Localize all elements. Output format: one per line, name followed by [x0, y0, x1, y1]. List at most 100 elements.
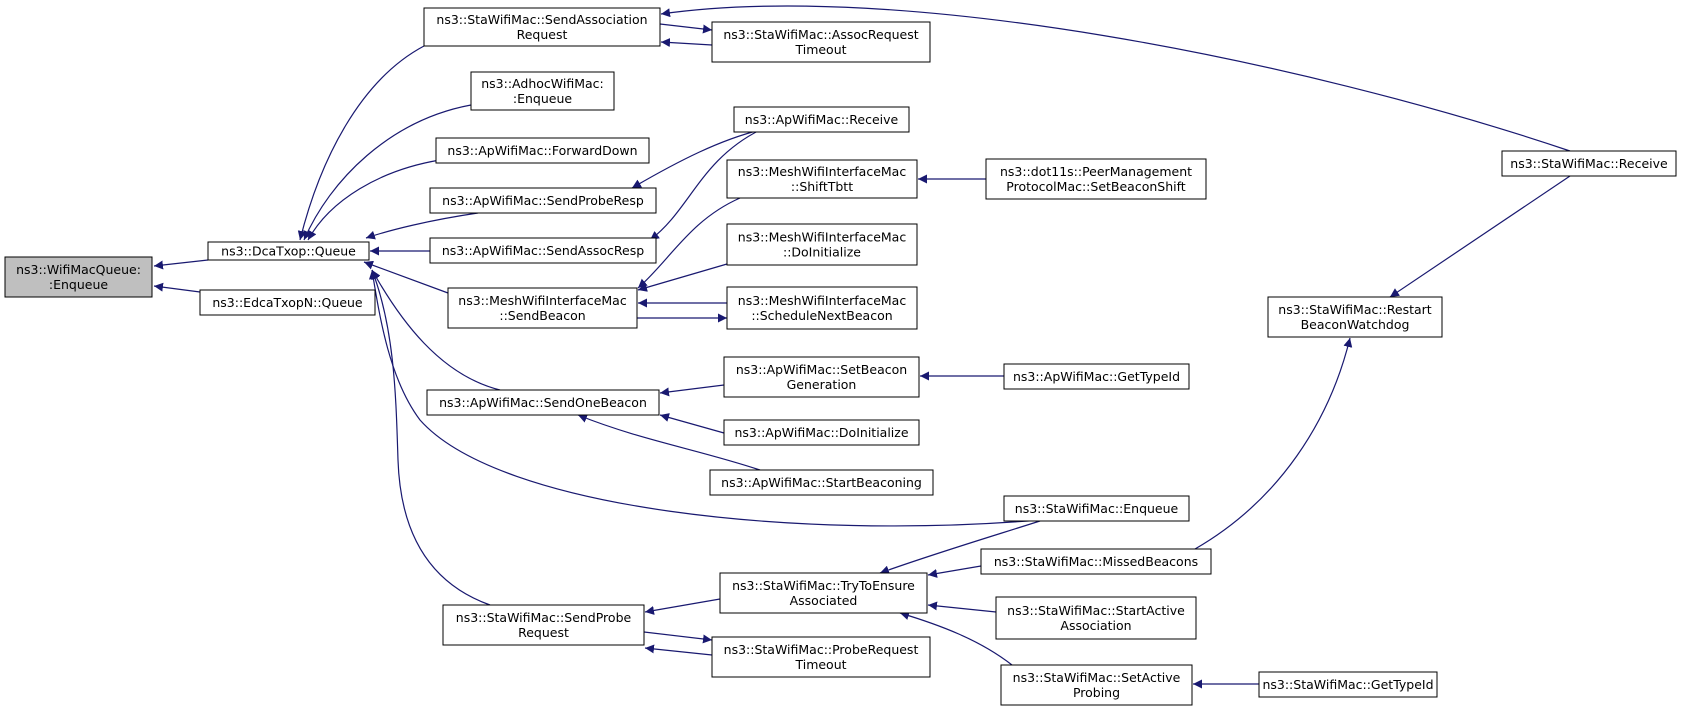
node-box [719, 572, 928, 614]
node-box [447, 287, 638, 329]
edge-sta_startactiveassoc-to-sta_trytoensure [927, 601, 997, 613]
node-box [1000, 664, 1193, 706]
node-label-line: ns3::ApWifiMac::SendProbeResp [442, 193, 644, 208]
node-box [207, 241, 370, 261]
node-sta-enqueue[interactable]: ns3::StaWifiMac::Enqueue [1003, 495, 1190, 522]
node-label-line: BeaconWatchdog [1301, 317, 1410, 332]
node-box [733, 106, 910, 133]
node-label-line: Timeout [794, 657, 846, 672]
edge-sta_sendassocreq-to-dcatxop_queue [297, 45, 425, 241]
node-label-line: ns3::MeshWifiInterfaceMac [738, 293, 907, 308]
node-label-line: ::DoInitialize [783, 245, 861, 260]
node-dot11s-setbeaconshift[interactable]: ns3::dot11s::PeerManagementProtocolMac::… [985, 158, 1207, 200]
edge-sta_sendassocreq-to-sta_assocreqtimeout [659, 23, 713, 34]
node-sta-missedbeacons[interactable]: ns3::StaWifiMac::MissedBeacons [980, 548, 1212, 575]
edge-sta_setactiveprobing-to-sta_trytoensure [899, 611, 1013, 666]
edge-ap_receive-to-ap_sendassocresp [649, 129, 761, 241]
node-label-line: ns3::StaWifiMac::SetActive [1013, 670, 1181, 685]
node-label-line: Timeout [794, 42, 846, 57]
node-label-line: Request [518, 625, 569, 640]
node-label-line: ns3::WifiMacQueue: [16, 262, 141, 277]
node-box [723, 419, 920, 446]
node-mesh-doinitialize[interactable]: ns3::MeshWifiInterfaceMac::DoInitialize [726, 223, 918, 266]
edge-ap_sendproberesp-to-dcatxop_queue [365, 212, 479, 240]
node-label-line: ns3::AdhocWifiMac: [481, 76, 603, 91]
edge-ap_setbeacongen-to-ap_sendonebeacon [659, 384, 725, 397]
node-label-line: ns3::MeshWifiInterfaceMac [738, 230, 907, 245]
node-label-line: ns3::MeshWifiInterfaceMac [738, 164, 907, 179]
edge-edcatxopn_queue-to-root [153, 282, 201, 293]
node-label-line: ns3::StaWifiMac::TryToEnsure [732, 578, 915, 593]
node-box [711, 21, 931, 63]
node-label-line: Request [517, 27, 568, 42]
node-box [1267, 296, 1443, 338]
edge-ap_sendonebeacon-to-dcatxop_queue [371, 269, 501, 391]
node-label-line: ns3::ApWifiMac::Receive [745, 112, 899, 127]
node-box [726, 159, 918, 199]
node-box [199, 289, 376, 316]
edge-sta_enqueue-to-sta_trytoensure [879, 520, 1041, 575]
node-dcatxop-queue[interactable]: ns3::DcaTxop::Queue [207, 241, 370, 261]
node-sta-receive[interactable]: ns3::StaWifiMac::Receive [1501, 150, 1677, 177]
edge-ap_startbeaconing-to-ap_sendonebeacon [577, 414, 761, 471]
node-label-line: Generation [787, 377, 857, 392]
node-label-line: ns3::ApWifiMac::ForwardDown [447, 143, 637, 158]
node-label-line: ns3::StaWifiMac::Restart [1278, 302, 1432, 317]
edge-mesh_sendbeacon-to-dcatxop_queue [363, 260, 449, 294]
node-box [709, 469, 934, 496]
node-ap-doinitialize[interactable]: ns3::ApWifiMac::DoInitialize [723, 419, 920, 446]
node-ap-gettypeid[interactable]: ns3::ApWifiMac::GetTypeId [1003, 363, 1190, 390]
edge-adhoc_enqueue-to-dcatxop_queue [303, 104, 472, 241]
node-label-line: ns3::ApWifiMac::SendOneBeacon [439, 395, 647, 410]
node-label-line: ns3::StaWifiMac::MissedBeacons [994, 554, 1198, 569]
node-label-line: ::SendBeacon [499, 308, 585, 323]
node-label-line: ns3::StaWifiMac::SendAssociation [436, 12, 647, 27]
node-box [429, 237, 657, 264]
edge-sta_sendprobereq-to-sta_proberequesttimeout [643, 631, 713, 644]
edge-ap_forwarddown-to-dcatxop_queue [307, 159, 441, 241]
node-label-line: ns3::ApWifiMac::GetTypeId [1013, 369, 1180, 384]
node-label-line: ProtocolMac::SetBeaconShift [1006, 179, 1186, 194]
edge-ap_doinitialize-to-ap_sendonebeacon [659, 413, 725, 434]
node-ap-receive[interactable]: ns3::ApWifiMac::Receive [733, 106, 910, 133]
node-label-line: :Enqueue [513, 91, 573, 106]
edges-layer [153, 5, 1571, 689]
node-sta-gettypeid[interactable]: ns3::StaWifiMac::GetTypeId [1258, 671, 1438, 698]
node-ap-forwarddown[interactable]: ns3::ApWifiMac::ForwardDown [435, 137, 650, 164]
node-ap-sendonebeacon[interactable]: ns3::ApWifiMac::SendOneBeacon [426, 389, 660, 416]
node-root[interactable]: ns3::WifiMacQueue::Enqueue [4, 256, 153, 298]
node-mesh-shifttbtt[interactable]: ns3::MeshWifiInterfaceMac::ShiftTbtt [726, 159, 918, 199]
node-box [726, 286, 918, 330]
node-box [442, 604, 645, 646]
node-label-line: Association [1060, 618, 1131, 633]
node-label-line: ns3::StaWifiMac::StartActive [1007, 603, 1185, 618]
node-label-line: Associated [790, 593, 858, 608]
node-mesh-schedulenextbeacon[interactable]: ns3::MeshWifiInterfaceMac::ScheduleNextB… [726, 286, 918, 330]
node-label-line: ns3::StaWifiMac::SendProbe [456, 610, 632, 625]
edge-sta_enqueue-to-dcatxop_queue [368, 269, 1041, 527]
node-ap-sendassocresp[interactable]: ns3::ApWifiMac::SendAssocResp [429, 237, 657, 264]
node-box [1501, 150, 1677, 177]
node-adhoc-enqueue[interactable]: ns3::AdhocWifiMac::Enqueue [470, 71, 615, 111]
node-box [426, 389, 660, 416]
edge-sta_missedbeacons-to-sta_restartbeaconwatchdog [1194, 337, 1353, 550]
node-box [1003, 363, 1190, 390]
node-edcatxopn-queue[interactable]: ns3::EdcaTxopN::Queue [199, 289, 376, 316]
node-label-line: ns3::dot11s::PeerManagement [1000, 164, 1192, 179]
node-box [470, 71, 615, 111]
node-label-line: ns3::StaWifiMac::ProbeRequest [724, 642, 919, 657]
node-ap-sendproberesp[interactable]: ns3::ApWifiMac::SendProbeResp [429, 187, 657, 214]
node-mesh-sendbeacon[interactable]: ns3::MeshWifiInterfaceMac::SendBeacon [447, 287, 638, 329]
node-ap-startbeaconing[interactable]: ns3::ApWifiMac::StartBeaconing [709, 469, 934, 496]
node-label-line: Probing [1073, 685, 1120, 700]
node-label-line: ::ScheduleNextBeacon [751, 308, 892, 323]
